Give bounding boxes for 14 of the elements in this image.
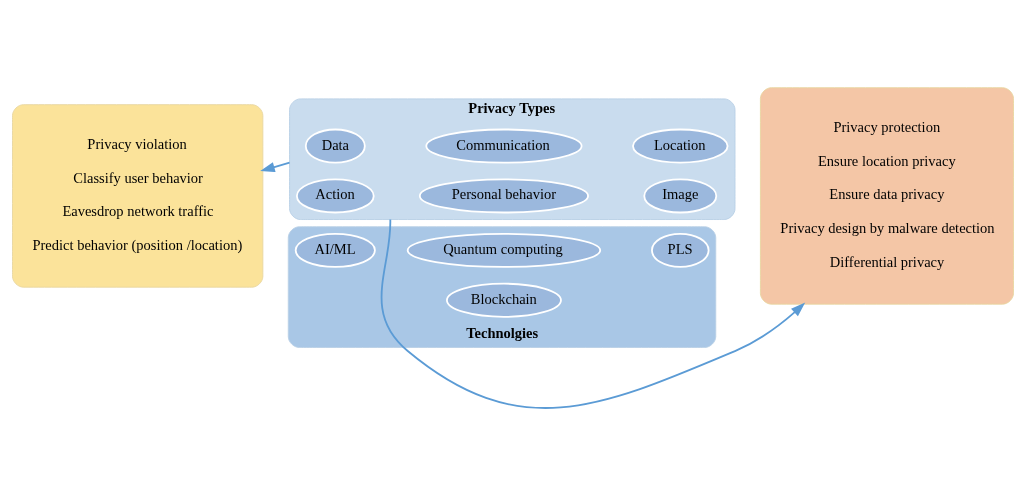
node-ellipse: AI/ML <box>294 232 376 268</box>
arrow <box>380 218 806 409</box>
node-ellipse: Quantum computing <box>406 232 602 268</box>
arrow <box>260 161 291 172</box>
node-ellipse: PLS <box>651 232 710 268</box>
node-box: Privacy violation Classify user behavior Eavesdrop network traffic Predict behavior (position /location) <box>12 103 264 288</box>
node-ellipse: Location <box>632 128 729 164</box>
node-ellipse: Image <box>643 177 718 213</box>
node-ellipse: Communication <box>425 128 583 164</box>
node-ellipse: Action <box>295 177 375 213</box>
node-ellipse: Blockchain <box>446 282 562 318</box>
node-ellipse: Personal behavior <box>418 177 589 213</box>
node-box: Privacy protection Ensure location privacy Ensure data privacy Privacy design by malware detection Differential privacy <box>759 86 1014 305</box>
node-ellipse: Data <box>304 128 366 164</box>
